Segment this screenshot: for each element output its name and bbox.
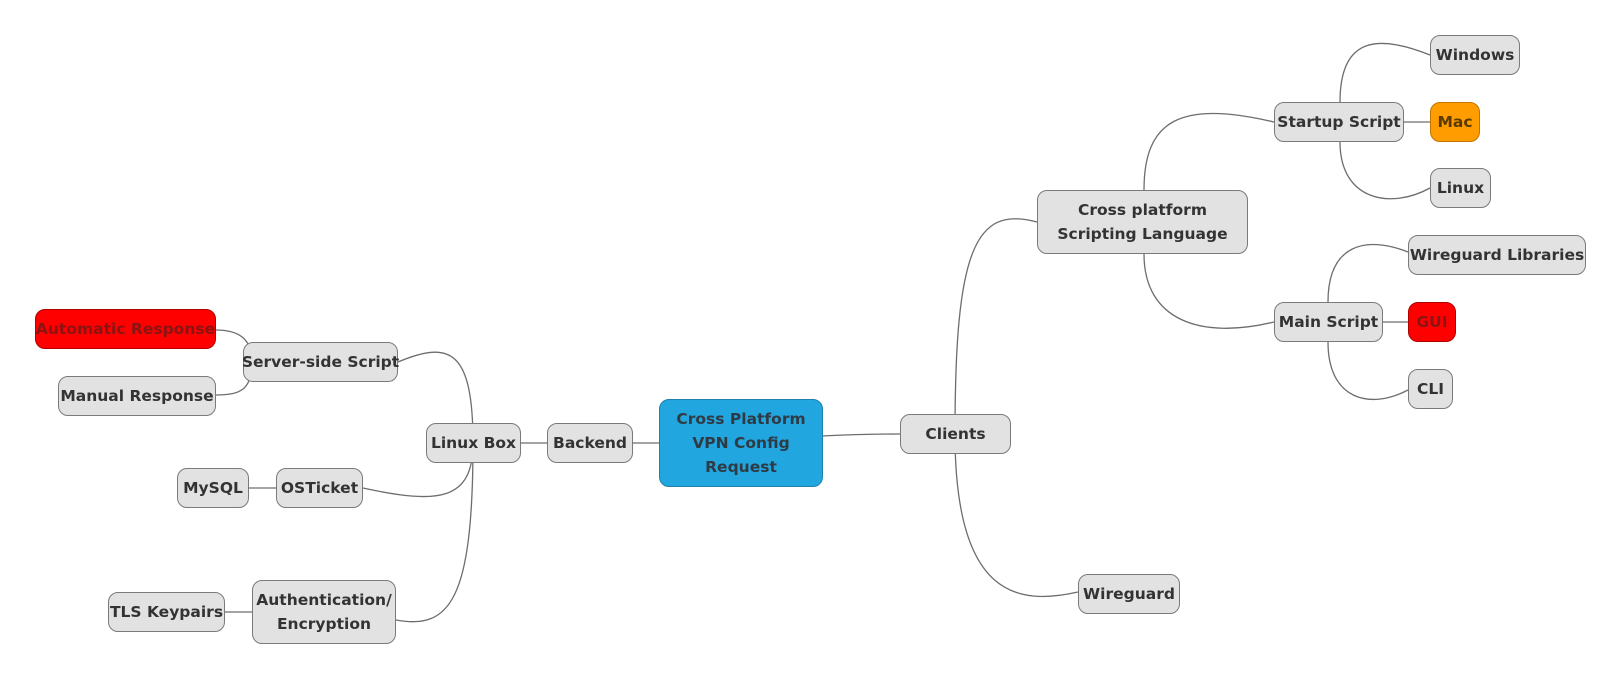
node-startup-script[interactable]: Startup Script bbox=[1274, 102, 1404, 142]
node-authentication-encryption[interactable]: Authentication/ Encryption bbox=[252, 580, 396, 644]
edge-scripting-startup bbox=[1143, 112, 1275, 191]
node-wireguard-libraries[interactable]: Wireguard Libraries bbox=[1408, 235, 1586, 275]
node-osticket[interactable]: OSTicket bbox=[276, 468, 363, 508]
edge-linuxbox-auth bbox=[395, 442, 474, 623]
node-linux[interactable]: Linux bbox=[1430, 168, 1491, 208]
node-backend[interactable]: Backend bbox=[547, 423, 633, 463]
node-cross-platform-scripting[interactable]: Cross platform Scripting Language bbox=[1037, 190, 1248, 254]
node-manual-response[interactable]: Manual Response bbox=[58, 376, 216, 416]
node-main-script[interactable]: Main Script bbox=[1274, 302, 1383, 342]
node-wireguard[interactable]: Wireguard bbox=[1078, 574, 1180, 614]
root-node[interactable]: Cross Platform VPN Config Request bbox=[659, 399, 823, 487]
edge-clients-wireguard bbox=[954, 433, 1079, 598]
edge-scripting-main bbox=[1143, 253, 1275, 329]
edge-main-wglibs bbox=[1327, 243, 1409, 303]
edge-startup-windows bbox=[1339, 42, 1431, 103]
node-gui[interactable]: GUI bbox=[1408, 302, 1456, 342]
node-clients[interactable]: Clients bbox=[900, 414, 1011, 454]
edge-main-cli bbox=[1327, 341, 1409, 401]
node-tls-keypairs[interactable]: TLS Keypairs bbox=[108, 592, 225, 632]
node-automatic-response[interactable]: Automatic Response bbox=[35, 309, 216, 349]
edge-linuxbox-serverside bbox=[397, 351, 474, 444]
node-mac[interactable]: Mac bbox=[1430, 102, 1480, 142]
edge-clients-scripting bbox=[954, 218, 1038, 435]
node-cli[interactable]: CLI bbox=[1408, 369, 1453, 409]
edge-startup-linux bbox=[1339, 141, 1431, 200]
edge-root-clients bbox=[820, 433, 901, 437]
node-server-side-script[interactable]: Server-side Script bbox=[242, 342, 399, 382]
node-linux-box[interactable]: Linux Box bbox=[426, 423, 521, 463]
node-windows[interactable]: Windows bbox=[1430, 35, 1520, 75]
node-mysql[interactable]: MySQL bbox=[177, 468, 249, 508]
